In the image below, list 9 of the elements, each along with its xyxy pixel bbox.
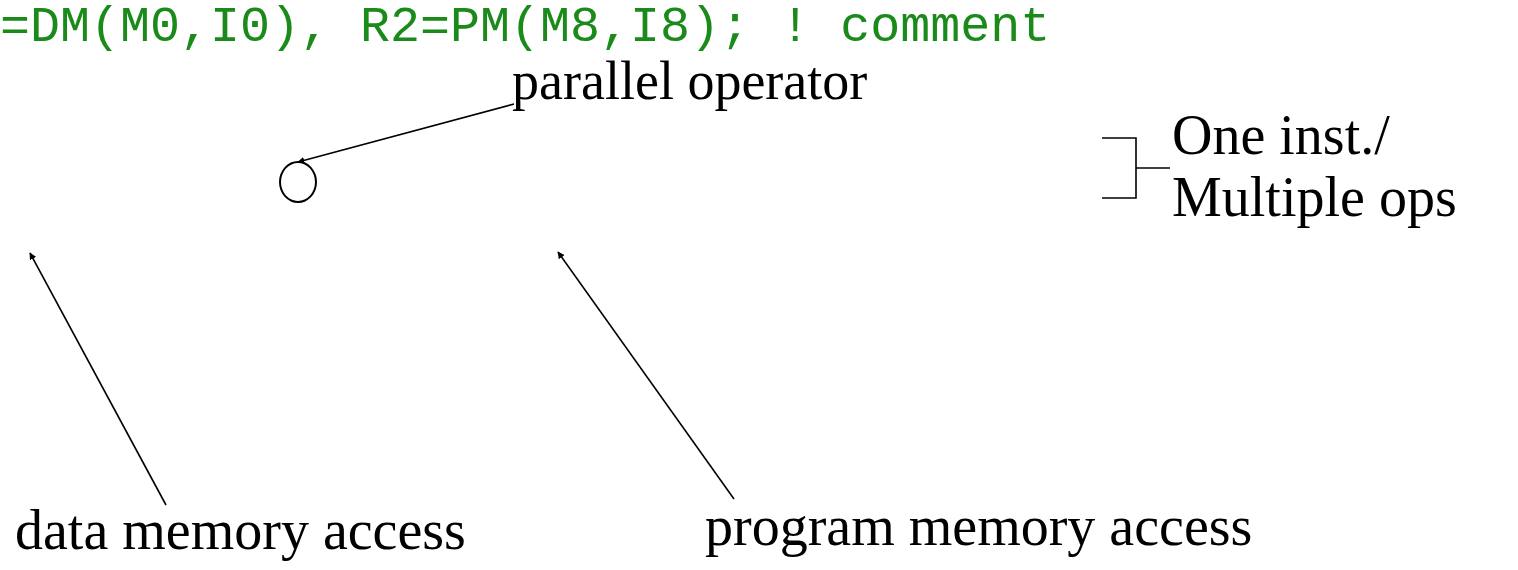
code-line: =DM(M0,I0), R2=PM(M8,I8); ! comment — [0, 2, 1051, 55]
circle-symbol — [279, 161, 317, 203]
arrow — [297, 103, 515, 164]
arrow — [557, 251, 735, 500]
annotation-text: parallel operator — [512, 52, 868, 112]
annotation-text: data memory access — [15, 500, 466, 562]
note-text: One inst./ Multiple ops — [1172, 104, 1458, 228]
arrow — [29, 252, 167, 506]
annotation-text: program memory access — [705, 496, 1253, 558]
